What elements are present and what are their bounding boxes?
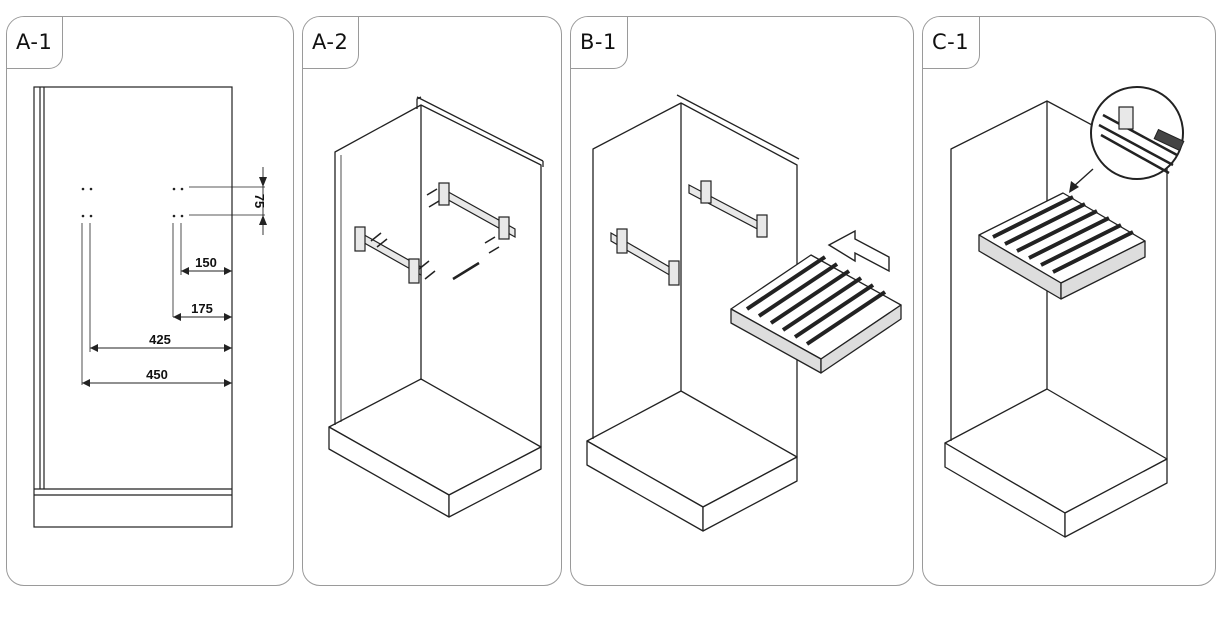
cabinet-side-drilling-diagram: 75 150 175 425 450 [33,86,267,528]
detail-magnifier [1090,86,1185,180]
panel-b1: B-1 [570,16,914,586]
rail-mounting-diagram [328,96,544,518]
dim-175: 175 [191,301,213,316]
detail-pointer-arrow-icon [1069,181,1079,193]
insert-basket-diagram [586,94,902,532]
dim-75: 75 [252,194,267,208]
dim-450: 450 [146,367,168,382]
step-label-a1: A-1 [7,17,64,69]
panel-a2: A-2 [302,16,562,586]
insert-direction-arrow-icon [827,229,890,273]
step-label-a2: A-2 [303,17,360,69]
adjust-basket-diagram [944,86,1185,538]
step-label-b1: B-1 [571,17,628,69]
step-label-c1: C-1 [923,17,981,69]
dim-425: 425 [149,332,171,347]
panel-a1: A-1 [6,16,294,586]
panel-c1: C-1 [922,16,1216,586]
dim-150: 150 [195,255,217,270]
